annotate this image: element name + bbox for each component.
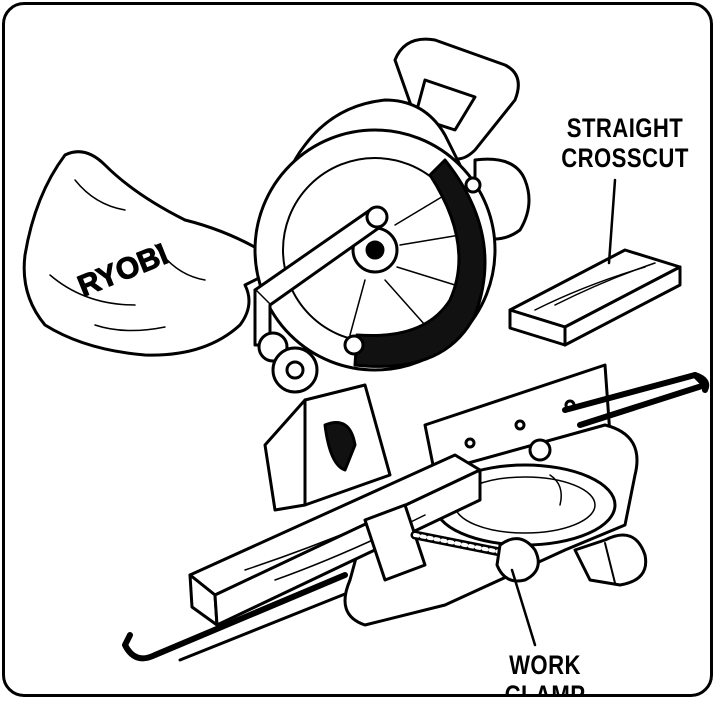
dust-bag: RYOBI (22, 150, 267, 357)
straight-crosscut-label-line1: STRAIGHT (566, 113, 684, 143)
extension-rail-right (562, 372, 710, 428)
work-clamp (363, 503, 540, 583)
work-clamp-label: WORK CLAMP (488, 650, 603, 697)
miter-saw-illustration: RYOBI (22, 37, 710, 662)
extension-rail-left (122, 572, 357, 662)
crosscut-leader-line (607, 178, 617, 265)
workpiece-board (188, 453, 482, 627)
miter-lock-knob (573, 533, 648, 587)
straight-crosscut-label: STRAIGHT CROSSCUT (559, 113, 690, 173)
work-clamp-label-line1: WORK (509, 650, 581, 680)
crosscut-board (508, 248, 682, 347)
straight-crosscut-label-line2: CROSSCUT (561, 143, 689, 173)
work-clamp-label-line2: CLAMP (504, 680, 586, 697)
figure-frame: RYOBI (2, 2, 713, 697)
lower-guard-band (353, 158, 487, 368)
clamp-leader-line (510, 568, 537, 647)
